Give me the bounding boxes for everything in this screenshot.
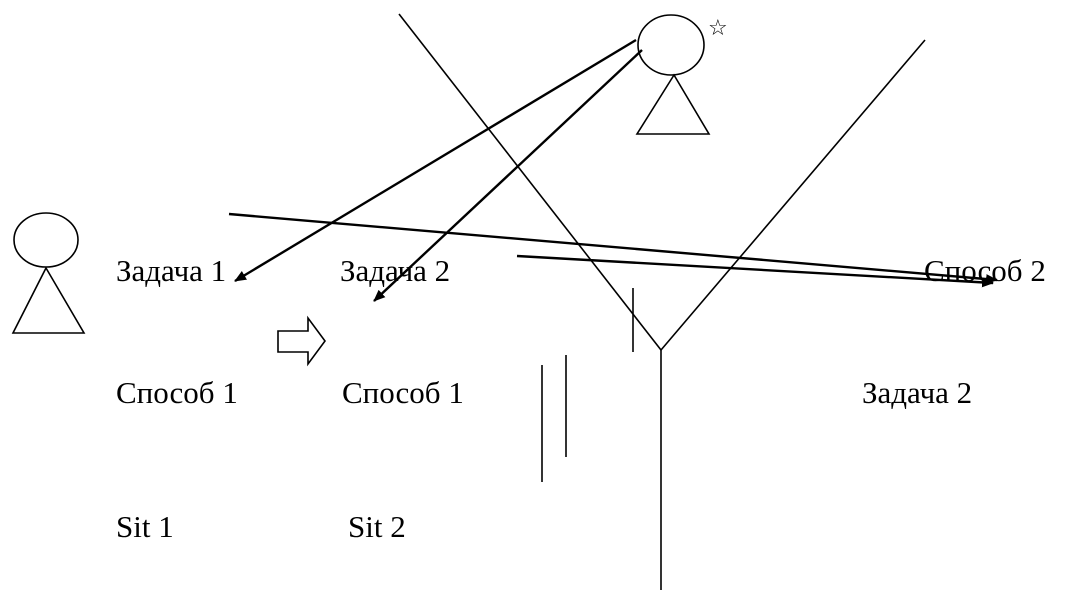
label-sit1: Sit 1 — [116, 509, 174, 544]
label-left-method1: Способ 1 — [116, 375, 238, 410]
arrow-to-method1 — [373, 49, 643, 302]
y-left-branch — [398, 13, 662, 351]
arrow-to-task1 — [234, 38, 637, 283]
arrow-long-to-method2 — [228, 212, 998, 285]
label-left-task1: Задача 1 — [116, 253, 227, 288]
person-top-body — [635, 73, 711, 135]
person-left-head — [13, 212, 79, 268]
arrow-task2-to-method2 — [516, 254, 994, 288]
person-left-figure — [11, 212, 86, 334]
star-icon: ☆ — [708, 16, 728, 41]
label-mid-task2: Задача 2 — [340, 253, 451, 288]
label-right-task2: Задача 2 — [862, 375, 973, 410]
hollow-block-arrow — [277, 315, 326, 367]
person-left-body — [11, 266, 86, 334]
y-right-branch — [660, 39, 926, 351]
person-top-figure — [635, 14, 711, 135]
label-sit2: Sit 2 — [348, 509, 406, 544]
person-top-head — [637, 14, 705, 76]
label-mid-method1: Способ 1 — [342, 375, 464, 410]
label-right-method2: Способ 2 — [924, 253, 1046, 288]
